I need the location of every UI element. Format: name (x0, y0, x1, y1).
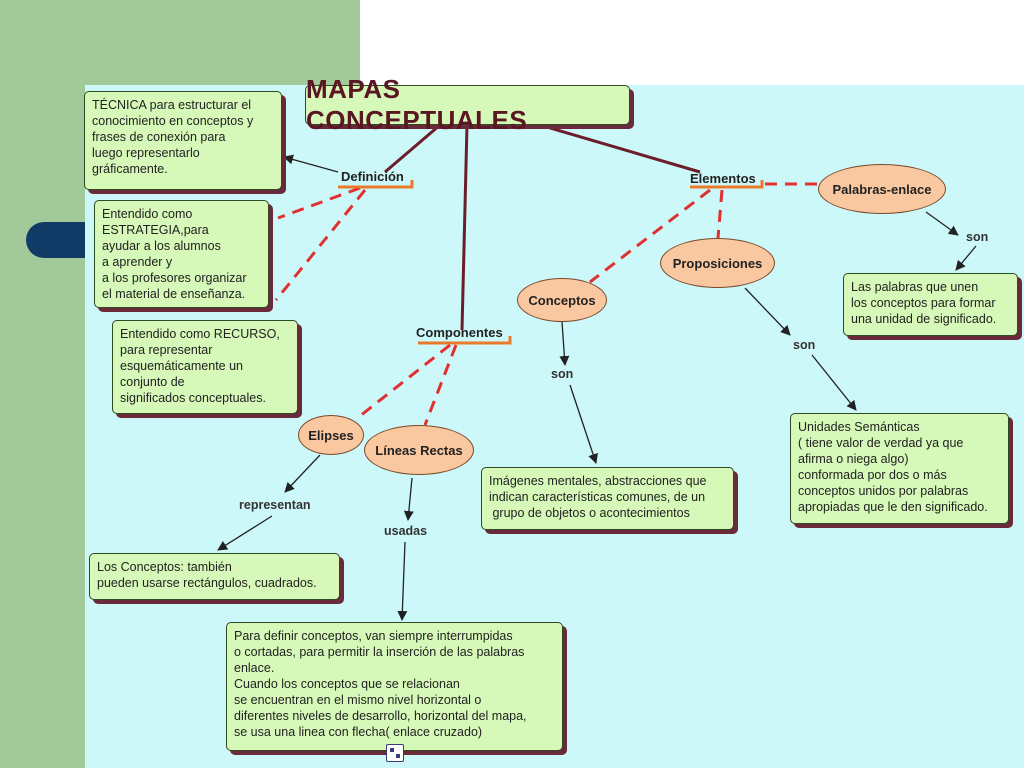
box-unidades: Unidades Semánticas ( tiene valor de ver… (790, 413, 1009, 524)
node-componentes: Componentes (416, 325, 503, 340)
arrow-palabras-desc (925, 211, 959, 236)
node-palabras-enlace: Palabras-enlace (818, 164, 946, 214)
arrow-son-palabras-desc (955, 245, 977, 271)
box-recurso: Entendido como RECURSO, para representar… (112, 320, 298, 414)
link-label-son-palabras: son (966, 230, 989, 244)
link-title-definicion (384, 123, 441, 174)
link-elementos-proposiciones (716, 189, 724, 239)
box-definir: Para definir conceptos, van siempre inte… (226, 622, 563, 751)
box-tecnica: TÉCNICA para estructurar el conocimiento… (84, 91, 282, 190)
link-title-elementos (539, 123, 701, 174)
arrow-proposiciones-unidades (744, 287, 791, 336)
node-lineas-rectas: Líneas Rectas (364, 425, 474, 475)
arrow-elipses-representan (284, 454, 321, 493)
link-elementos-conceptos (589, 188, 711, 284)
arrow-representan-los-conceptos (217, 515, 273, 551)
underline-definicion (338, 180, 414, 189)
node-elipses: Elipses (298, 415, 364, 455)
link-componentes-lineas (423, 344, 458, 426)
link-label-representan: representan (239, 498, 311, 512)
node-definicion: Definición (341, 169, 404, 184)
node-proposiciones: Proposiciones (660, 238, 775, 288)
box-imagenes: Imágenes mentales, abstracciones que ind… (481, 467, 734, 530)
box-los-conceptos: Los Conceptos: también pueden usarse rec… (89, 553, 340, 600)
arrow-son-imagenes (569, 384, 598, 464)
arrow-usadas-definir (397, 541, 408, 621)
box-estrategia: Entendido como ESTRATEGIA,para ayudar a … (94, 200, 269, 308)
map-title: MAPAS CONCEPTUALES (305, 74, 630, 135)
link-definicion-recurso (274, 189, 367, 301)
link-label-usadas: usadas (384, 524, 428, 538)
node-elementos: Elementos (690, 171, 756, 186)
map-tool-icon[interactable] (386, 744, 404, 762)
link-label-son-conceptos: son (551, 367, 574, 381)
link-label-son-proposiciones: son (793, 338, 816, 352)
link-title-componentes (460, 124, 469, 331)
link-componentes-elipses (359, 343, 451, 418)
arrow-conceptos-imagenes (559, 321, 570, 366)
underline-elementos (690, 180, 764, 189)
arrow-definicion-tecnica (283, 154, 339, 173)
arrow-son-unidades (811, 354, 857, 411)
node-conceptos: Conceptos (517, 278, 607, 322)
arrow-lineas-usadas (403, 477, 414, 521)
link-definicion-estrategia (277, 186, 361, 220)
box-palabras-desc: Las palabras que unen los conceptos para… (843, 273, 1018, 336)
underline-componentes (418, 336, 512, 345)
